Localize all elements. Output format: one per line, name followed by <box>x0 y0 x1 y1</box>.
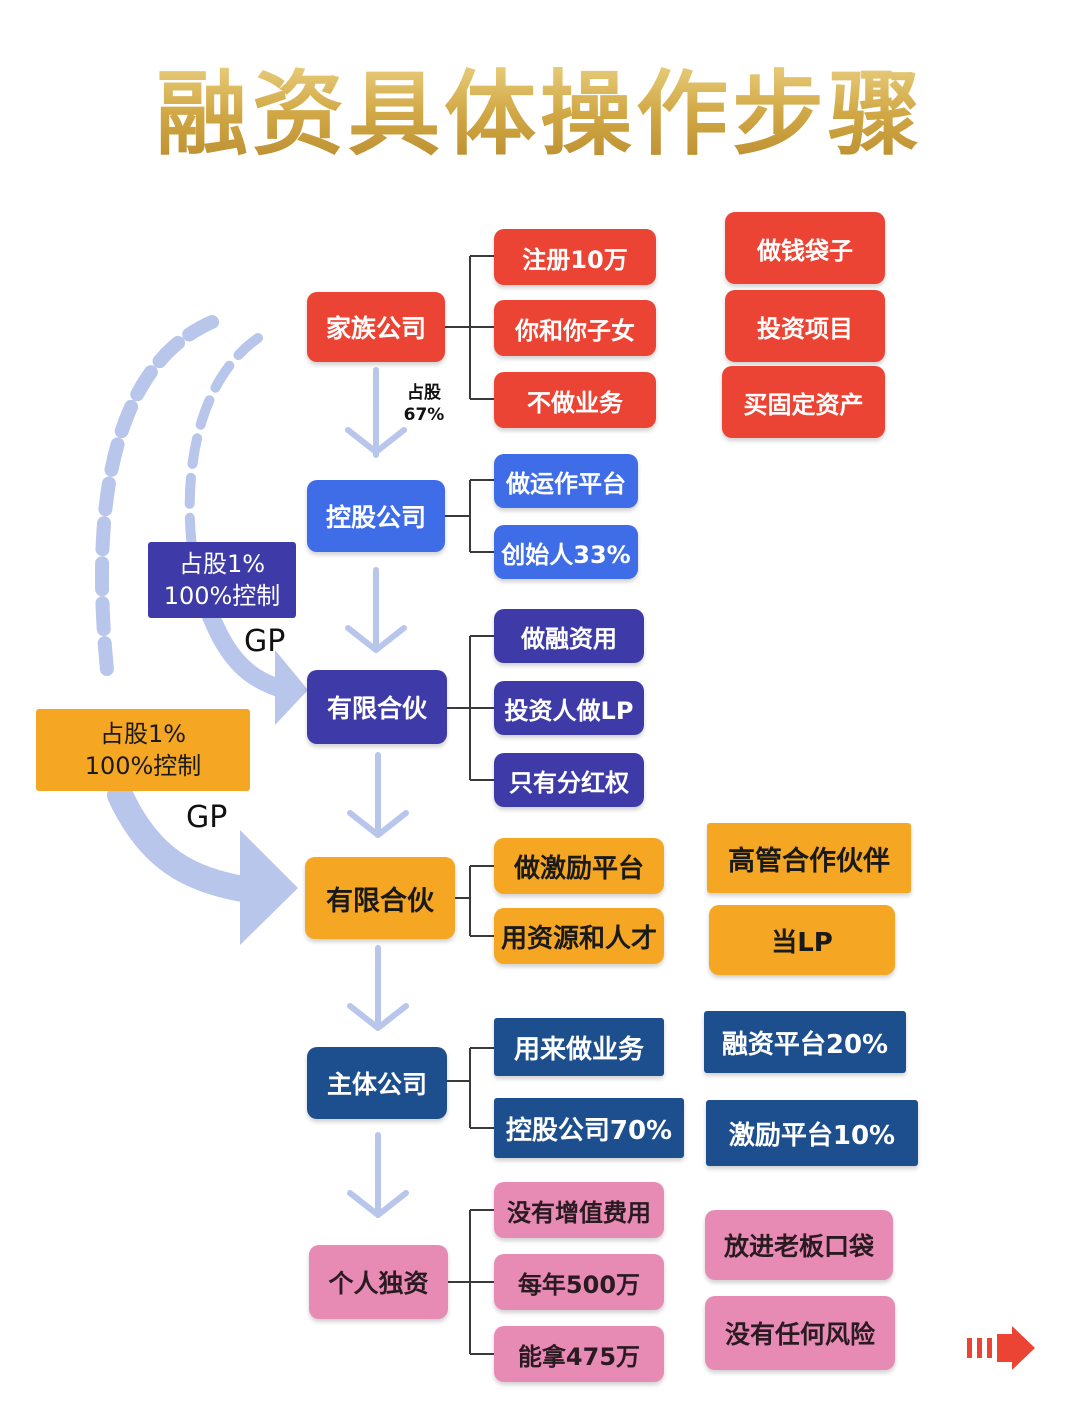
main-item-holding-70: 控股公司70% <box>494 1098 684 1158</box>
sole-item-no-vat: 没有增值费用 <box>494 1182 664 1238</box>
sole-note-no-risk: 没有任何风险 <box>705 1296 895 1370</box>
sole-note-pocket: 放进老板口袋 <box>705 1210 893 1280</box>
main-note-financing-20: 融资平台20% <box>704 1011 906 1073</box>
family-item-members: 你和你子女 <box>494 300 656 356</box>
lp2-item-incentive: 做激励平台 <box>494 838 664 894</box>
lp-financing-node: 有限合伙 <box>307 670 447 744</box>
holding-item-founder: 创始人33% <box>494 525 638 579</box>
lp2-item-resources: 用资源和人才 <box>494 908 664 964</box>
sole-item-4-75m: 能拿475万 <box>494 1326 664 1382</box>
lp1-item-financing: 做融资用 <box>494 609 644 663</box>
family-note-fixed-assets: 买固定资产 <box>722 366 885 438</box>
family-note-invest: 投资项目 <box>725 290 885 362</box>
lp1-item-dividend: 只有分红权 <box>494 753 644 807</box>
control-box-orange: 占股1% 100%控制 <box>36 709 250 791</box>
share-67-label: 占股 67% <box>403 383 445 425</box>
main-item-business: 用来做业务 <box>494 1018 664 1076</box>
lp2-note-as-lp: 当LP <box>709 905 895 975</box>
gp-label-blue: GP <box>244 624 286 659</box>
lp1-item-investor-lp: 投资人做LP <box>494 681 644 735</box>
family-item-no-business: 不做业务 <box>494 372 656 428</box>
gp-label-orange: GP <box>186 800 228 835</box>
holding-company-node: 控股公司 <box>307 480 445 552</box>
lp-incentive-node: 有限合伙 <box>305 857 455 939</box>
sole-item-5m: 每年500万 <box>494 1254 664 1310</box>
page-title: 融资具体操作步骤 <box>0 40 1080 173</box>
family-company-node: 家族公司 <box>307 292 445 362</box>
main-company-node: 主体公司 <box>307 1047 447 1119</box>
family-note-money-bag: 做钱袋子 <box>725 212 885 284</box>
lp2-note-partner: 高管合作伙伴 <box>707 823 911 893</box>
holding-item-platform: 做运作平台 <box>494 454 638 508</box>
control-box-blue: 占股1% 100%控制 <box>148 542 296 618</box>
sole-proprietorship-node: 个人独资 <box>309 1245 448 1319</box>
main-note-incentive-10: 激励平台10% <box>706 1100 918 1166</box>
family-item-register: 注册10万 <box>494 229 656 285</box>
